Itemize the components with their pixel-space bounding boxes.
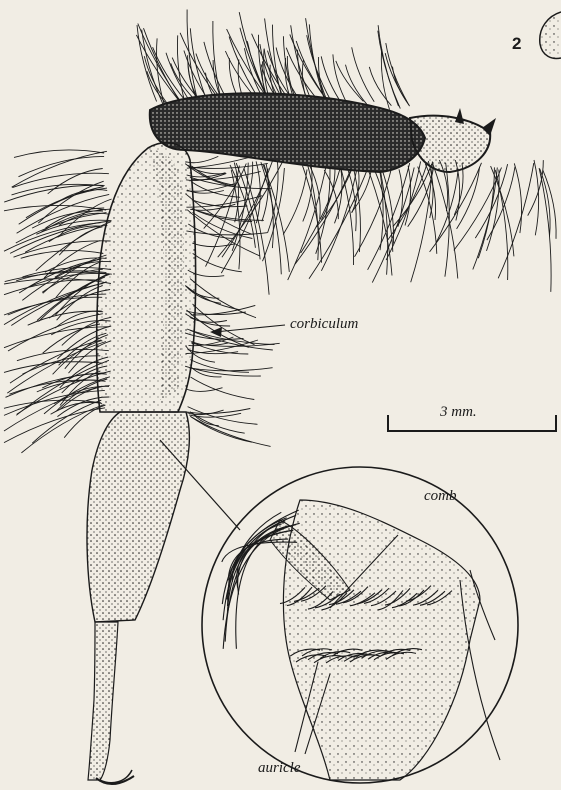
inset-basitarsus-plate [283,500,480,780]
basitarsus [87,412,189,622]
hair-stroke [308,165,319,260]
hair-stroke [189,413,241,417]
hair-stroke [187,156,219,162]
hair-stroke [378,31,401,109]
hair-stroke [405,166,411,226]
hair-stroke [336,61,364,102]
hair-stroke [191,171,260,179]
hair-stroke [283,170,307,235]
hair-stroke [189,163,268,168]
hair-stroke [352,47,375,102]
hair-stroke [543,170,556,239]
hair-stroke [386,161,421,260]
hair-stroke [378,162,383,251]
scale-bar-label: 3 mm. [440,404,477,421]
hair-stroke [393,67,410,106]
inset-magnified-detail [270,500,480,780]
trochanter-spine [455,108,464,124]
hair-stroke [303,165,312,222]
trochanter [410,116,490,172]
hair-stroke [386,43,408,103]
tarsal-segments [88,622,118,780]
comb-label: comb [424,488,457,505]
hair-stroke [478,167,494,258]
hair-stroke [191,377,255,400]
corbiculum-arrowhead [210,327,222,337]
hair-stroke [186,388,223,392]
hair-stroke [487,167,515,240]
hair-stroke [514,163,521,233]
hair-stroke [4,362,103,373]
hair-stroke [49,226,102,242]
hair-stroke [193,253,242,271]
hair-stroke [58,199,112,237]
hair-stroke [190,279,256,318]
hair-stroke [192,243,234,247]
corbiculum-label: corbiculum [290,316,358,333]
hair-stroke [186,231,267,235]
hair-stroke [4,283,103,324]
hair-stroke [475,164,507,238]
hair-stroke [339,161,354,265]
auricle-label: auricle [258,760,301,777]
figure-number: 2 [512,34,521,54]
hair-stroke [186,409,250,414]
femur [150,93,425,172]
adjacent-figure-fragment [540,12,561,58]
hair-stroke [306,18,329,105]
hair-stroke [14,150,104,157]
